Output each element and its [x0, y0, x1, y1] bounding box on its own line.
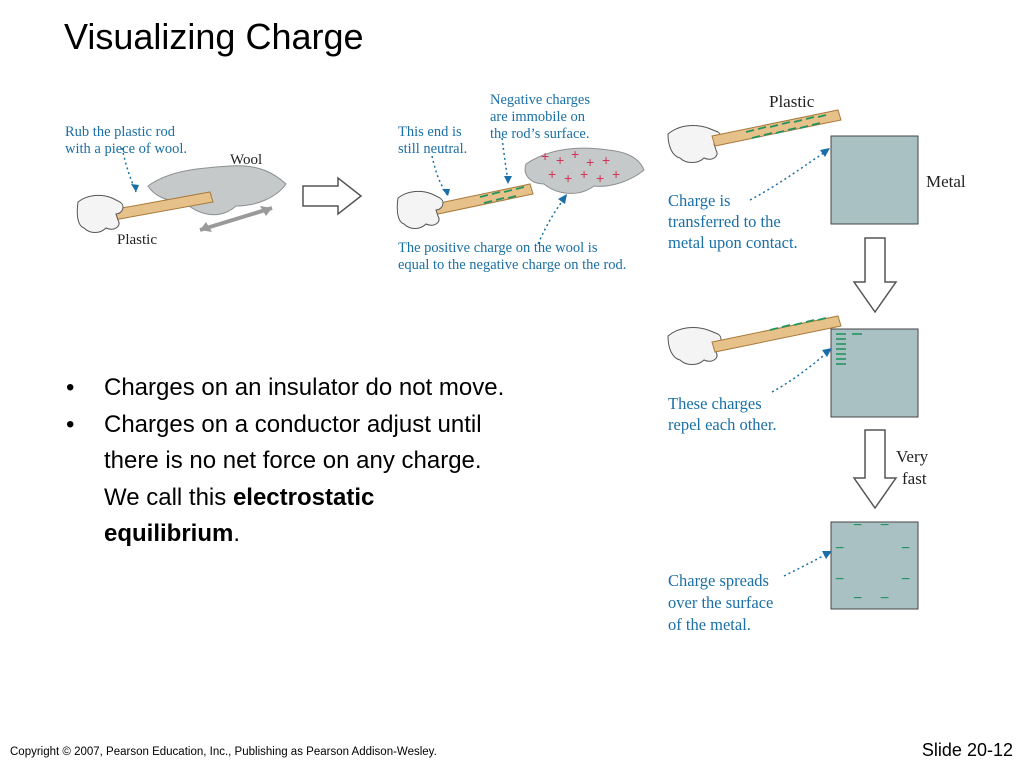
- plus-sign: +: [596, 170, 605, 186]
- bold-term-electrostatic: electrostatic: [232, 483, 375, 511]
- label-wool: Wool: [230, 152, 263, 168]
- charged-panel: [396, 137, 645, 245]
- caption-transfer-line3: metal upon contact.: [668, 233, 798, 252]
- caption-transfer-line2: transferred to the: [668, 212, 781, 231]
- hand-icon: [76, 194, 124, 233]
- minus-sign: −: [880, 517, 890, 534]
- minus-sign: −: [835, 571, 845, 588]
- caption-neutral-line2: still neutral.: [398, 141, 468, 157]
- plastic-rod-stage2: [711, 315, 842, 353]
- bullet-list: • Charges on an insulator do not move. •…: [66, 370, 626, 553]
- metal-contact-charges: [836, 333, 862, 365]
- caption-repel-line1: These charges: [668, 394, 762, 413]
- minus-sign: −: [853, 517, 863, 534]
- plus-sign: +: [564, 170, 573, 186]
- metal-block-stage2: [830, 328, 919, 418]
- rod-negative-charges: [745, 114, 827, 139]
- rubbing-motion-arrow: [199, 206, 273, 232]
- plus-sign: +: [541, 148, 550, 164]
- caption-neutral-line1: This end is: [398, 124, 462, 140]
- caption-rub-line1: Rub the plastic rod: [65, 124, 175, 140]
- page-title: Visualizing Charge: [64, 16, 364, 57]
- hand-icon: [396, 190, 444, 229]
- down-arrow: [852, 237, 898, 314]
- bullet-text-line1: Charges on a conductor adjust until: [104, 410, 482, 438]
- immobile-pointer: [501, 137, 509, 183]
- hand-icon: [667, 327, 722, 365]
- minus-sign: −: [835, 540, 845, 557]
- slide-number: Slide 20-12: [921, 740, 1013, 760]
- plus-sign: +: [571, 146, 580, 162]
- label-plastic-left: Plastic: [117, 232, 157, 248]
- plus-sign: +: [602, 152, 611, 168]
- label-metal: Metal: [926, 172, 966, 191]
- bullet-marker: •: [66, 374, 75, 401]
- rod-remaining-charges: [769, 317, 827, 331]
- plus-sign: +: [612, 166, 621, 182]
- bullet-tail: .: [233, 520, 241, 547]
- minus-sign: −: [901, 571, 911, 588]
- caption-transfer-line1: Charge is: [668, 191, 731, 210]
- caption-immobile-line2: are immobile on: [490, 109, 586, 125]
- caption-positive-line1: The positive charge on the wool is: [398, 240, 598, 256]
- rubbing-figure: [76, 137, 645, 245]
- caption-repel-line2: repel each other.: [668, 415, 777, 434]
- plus-sign: +: [586, 154, 595, 170]
- transfer-pointer: [749, 149, 829, 201]
- rub-panel: [76, 147, 287, 233]
- caption-immobile-line3: the rod’s surface.: [490, 126, 590, 142]
- minus-sign: −: [880, 590, 890, 607]
- caption-immobile-line1: Negative charges: [490, 92, 590, 108]
- caption-spread-line1: Charge spreads: [668, 571, 769, 590]
- bullet-text-line3: We call this: [104, 483, 233, 511]
- conduction-figure: [667, 109, 919, 610]
- minus-sign: −: [901, 540, 911, 557]
- caption-spread-line3: of the metal.: [668, 615, 751, 634]
- bullet-text: Charges on an insulator do not move.: [104, 374, 505, 401]
- plus-sign: +: [548, 166, 557, 182]
- bold-term-equilibrium: equilibrium: [104, 520, 234, 547]
- plus-sign: +: [580, 166, 589, 182]
- bullet-item: • Charges on a conductor adjust until th…: [66, 407, 626, 553]
- bullet-marker: •: [66, 410, 75, 438]
- caption-rub-line2: with a piece of wool.: [65, 141, 188, 157]
- caption-spread-line2: over the surface: [668, 593, 774, 612]
- bullet-text-line2: there is no net force on any charge.: [104, 447, 482, 474]
- spread-pointer: [783, 551, 831, 577]
- repel-pointer: [771, 349, 831, 393]
- positive-pointer: [537, 195, 567, 245]
- charged-wool: [524, 147, 645, 194]
- caption-positive-line2: equal to the negative charge on the rod.: [398, 257, 627, 273]
- label-fast: fast: [902, 469, 927, 488]
- bullet-item: • Charges on an insulator do not move.: [66, 370, 626, 407]
- label-plastic-right: Plastic: [769, 92, 815, 111]
- transition-arrow: [302, 176, 363, 216]
- label-very: Very: [896, 447, 929, 466]
- hand-icon: [667, 125, 722, 163]
- metal-block-stage1: [830, 135, 919, 225]
- minus-sign: −: [853, 590, 863, 607]
- down-arrow: [852, 429, 898, 510]
- metal-block-stage3: [830, 521, 919, 610]
- copyright-footer: Copyright © 2007, Pearson Education, Inc…: [10, 746, 437, 758]
- plus-sign: +: [556, 152, 565, 168]
- rod-negative-charges: [479, 186, 525, 204]
